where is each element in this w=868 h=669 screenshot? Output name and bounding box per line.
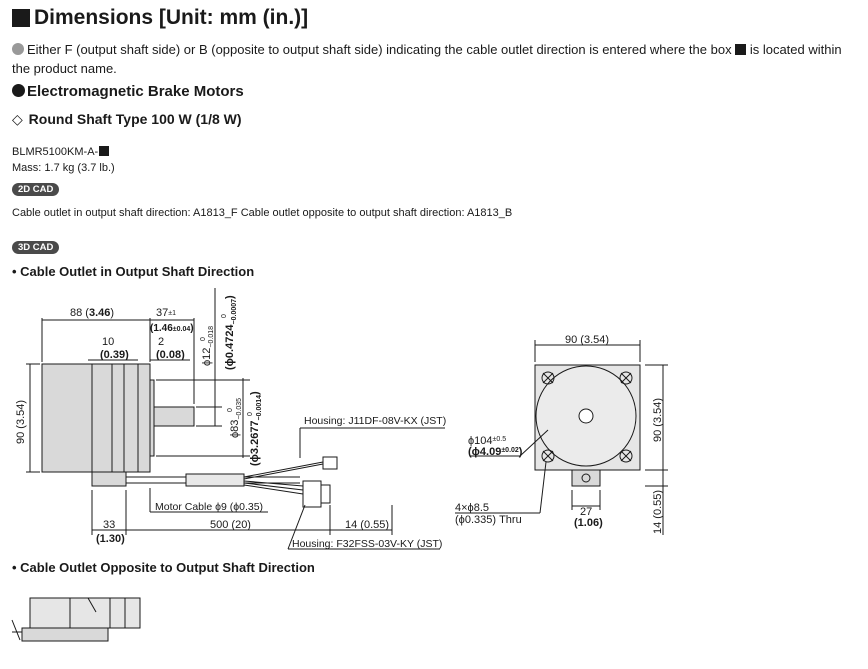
housing-connector-1	[322, 456, 338, 470]
dim-14-vertical: 14 (0.55)	[652, 490, 664, 534]
dim-holes: 4×ϕ8.5	[455, 502, 489, 514]
note-text-before: Either F (output shaft side) or B (oppos…	[27, 42, 732, 57]
housing-connector-2	[302, 480, 322, 508]
title-square-icon	[12, 9, 30, 27]
dim-phi12-in: (ϕ0.4724−0.0007)	[224, 295, 238, 370]
dim-90-left: 90 (3.54)	[15, 400, 27, 444]
cad-file-text: Cable outlet in output shaft direction: …	[12, 207, 513, 219]
model-name: BLMR5100KM-A-	[12, 146, 110, 158]
dim-27: 27	[580, 506, 592, 518]
dim-phi83-in-zero: 0	[247, 412, 254, 416]
dim-10-in: (0.39)	[100, 349, 129, 361]
type-heading-text: Round Shaft Type 100 W (1/8 W)	[28, 111, 242, 127]
dim-2: 2	[158, 336, 164, 348]
mass-text: Mass: 1.7 kg (3.7 lb.)	[12, 162, 115, 174]
housing-label-2: Housing: F32FSS-03V-KY (JST)	[292, 538, 442, 550]
dim-phi12-zero: 0	[200, 337, 207, 341]
dim-phi104-in: (ϕ4.09±0.02)	[468, 446, 523, 458]
dim-phi12: ϕ12−0.018	[201, 326, 215, 366]
dim-phi12-in-zero: 0	[221, 314, 228, 318]
housing-label-1: Housing: J11DF-08V-KX (JST)	[304, 415, 446, 427]
dim-phi83-zero: 0	[227, 408, 234, 412]
cad-2d-button[interactable]: 2D CAD	[12, 183, 60, 196]
front-cable-outlet	[571, 469, 601, 487]
page-title-text: Dimensions [Unit: mm (in.)]	[34, 6, 309, 29]
model-name-text: BLMR5100KM-A-	[12, 146, 99, 158]
view-heading-output-shaft: • Cable Outlet in Output Shaft Direction	[12, 264, 255, 279]
output-shaft	[149, 406, 195, 427]
dim-14: 14 (0.55)	[345, 519, 389, 531]
dim-27-in: (1.06)	[574, 517, 603, 529]
dim-holes-in: (ϕ0.335) Thru	[455, 514, 522, 526]
opposite-view-motor	[29, 597, 141, 629]
dim-2-in: (0.08)	[156, 349, 185, 361]
view-heading-opposite: • Cable Outlet Opposite to Output Shaft …	[12, 560, 315, 575]
dim-10: 10	[102, 336, 114, 348]
type-heading: ◇ Round Shaft Type 100 W (1/8 W)	[12, 111, 242, 128]
dim-90-top: 90 (3.54)	[565, 334, 609, 346]
section-heading-text: Electromagnetic Brake Motors	[27, 83, 244, 100]
dim-33: 33	[103, 519, 115, 531]
dim-phi83: ϕ83−0.035	[229, 398, 243, 438]
dim-90-right: 90 (3.54)	[652, 398, 664, 442]
section-heading: Electromagnetic Brake Motors	[12, 83, 244, 100]
dim-88: 88 (3.46)	[70, 307, 114, 319]
black-bullet-icon	[12, 84, 25, 97]
dim-37-in: (1.46±0.04)	[150, 323, 194, 334]
gray-bullet-icon	[12, 43, 24, 55]
page-title: Dimensions [Unit: mm (in.)]	[12, 6, 308, 30]
dim-33-in: (1.30)	[96, 533, 125, 545]
dim-phi83-in: (ϕ3.2677−0.0014)	[249, 391, 263, 466]
note-text-after: is located within the product name.	[12, 42, 842, 76]
cable-note: Either F (output shaft side) or B (oppos…	[12, 40, 842, 78]
box-icon	[735, 44, 747, 55]
dim-phi104: ϕ104±0.5	[468, 435, 506, 447]
box-icon	[99, 146, 110, 156]
diamond-icon: ◇	[12, 111, 23, 127]
dim-500: 500 (20)	[210, 519, 251, 531]
cable-outlet-block	[91, 471, 127, 487]
motor-body	[41, 363, 151, 473]
motor-cable-label: Motor Cable ϕ9 (ϕ0.35)	[155, 501, 263, 513]
dim-37: 37±1	[156, 307, 176, 319]
cad-3d-button[interactable]: 3D CAD	[12, 241, 60, 254]
